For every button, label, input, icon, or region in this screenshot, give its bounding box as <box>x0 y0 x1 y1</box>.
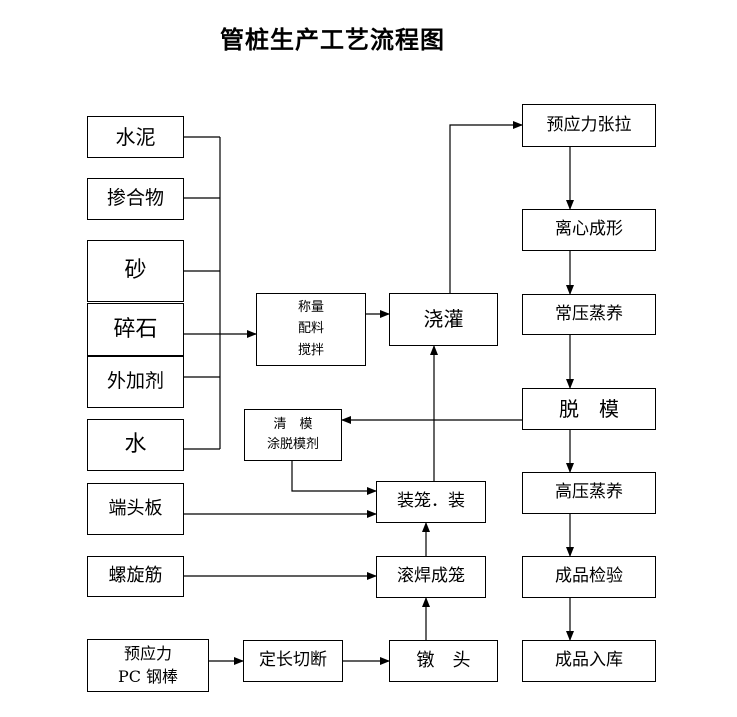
arrow-clean-to-cage <box>291 461 377 495</box>
node-pc-bar: 预应力 PC 钢棒 <box>87 639 209 692</box>
node-upset-head: 镦 头 <box>389 640 498 682</box>
node-steam-normal: 常压蒸养 <box>522 294 656 335</box>
clean-line-1: 清 模 <box>273 416 313 432</box>
node-demold: 脱 模 <box>522 388 656 430</box>
weigh-line-1: 称量 <box>297 300 324 316</box>
node-weld-cage: 滚焊成笼 <box>376 556 486 598</box>
diagram-title: 管桩生产工艺流程图 <box>220 25 445 54</box>
node-additive: 外加剂 <box>87 356 184 408</box>
node-end-plate: 端头板 <box>87 483 184 535</box>
node-pour: 浇灌 <box>389 293 498 346</box>
node-gravel: 碎石 <box>87 303 184 356</box>
node-centrifuge: 离心成形 <box>522 209 656 251</box>
node-inspection: 成品检验 <box>522 556 656 598</box>
node-cut-to-length: 定长切断 <box>243 640 343 682</box>
pc-line-2: PC 钢棒 <box>117 667 179 686</box>
node-cage-assembly: 装笼．装 <box>376 481 486 523</box>
pc-line-1: 预应力 <box>123 644 172 663</box>
node-weigh-mix: 称量 配料 搅拌 <box>256 293 366 366</box>
node-admixture: 掺合物 <box>87 178 184 220</box>
node-cement: 水泥 <box>87 116 184 158</box>
clean-line-2: 涂脱模剂 <box>266 437 319 452</box>
node-steam-high: 高压蒸养 <box>522 472 656 514</box>
node-clean-mold: 清 模 涂脱模剂 <box>244 409 342 461</box>
node-spiral-rebar: 螺旋筋 <box>87 556 184 597</box>
node-prestress-tension: 预应力张拉 <box>522 104 656 147</box>
weigh-line-3: 搅拌 <box>297 342 324 358</box>
arrow-pour-to-tension <box>449 121 523 293</box>
node-water: 水 <box>87 419 184 471</box>
weigh-line-2: 配料 <box>297 321 324 337</box>
node-sand: 砂 <box>87 240 184 302</box>
node-storage: 成品入库 <box>522 640 656 682</box>
